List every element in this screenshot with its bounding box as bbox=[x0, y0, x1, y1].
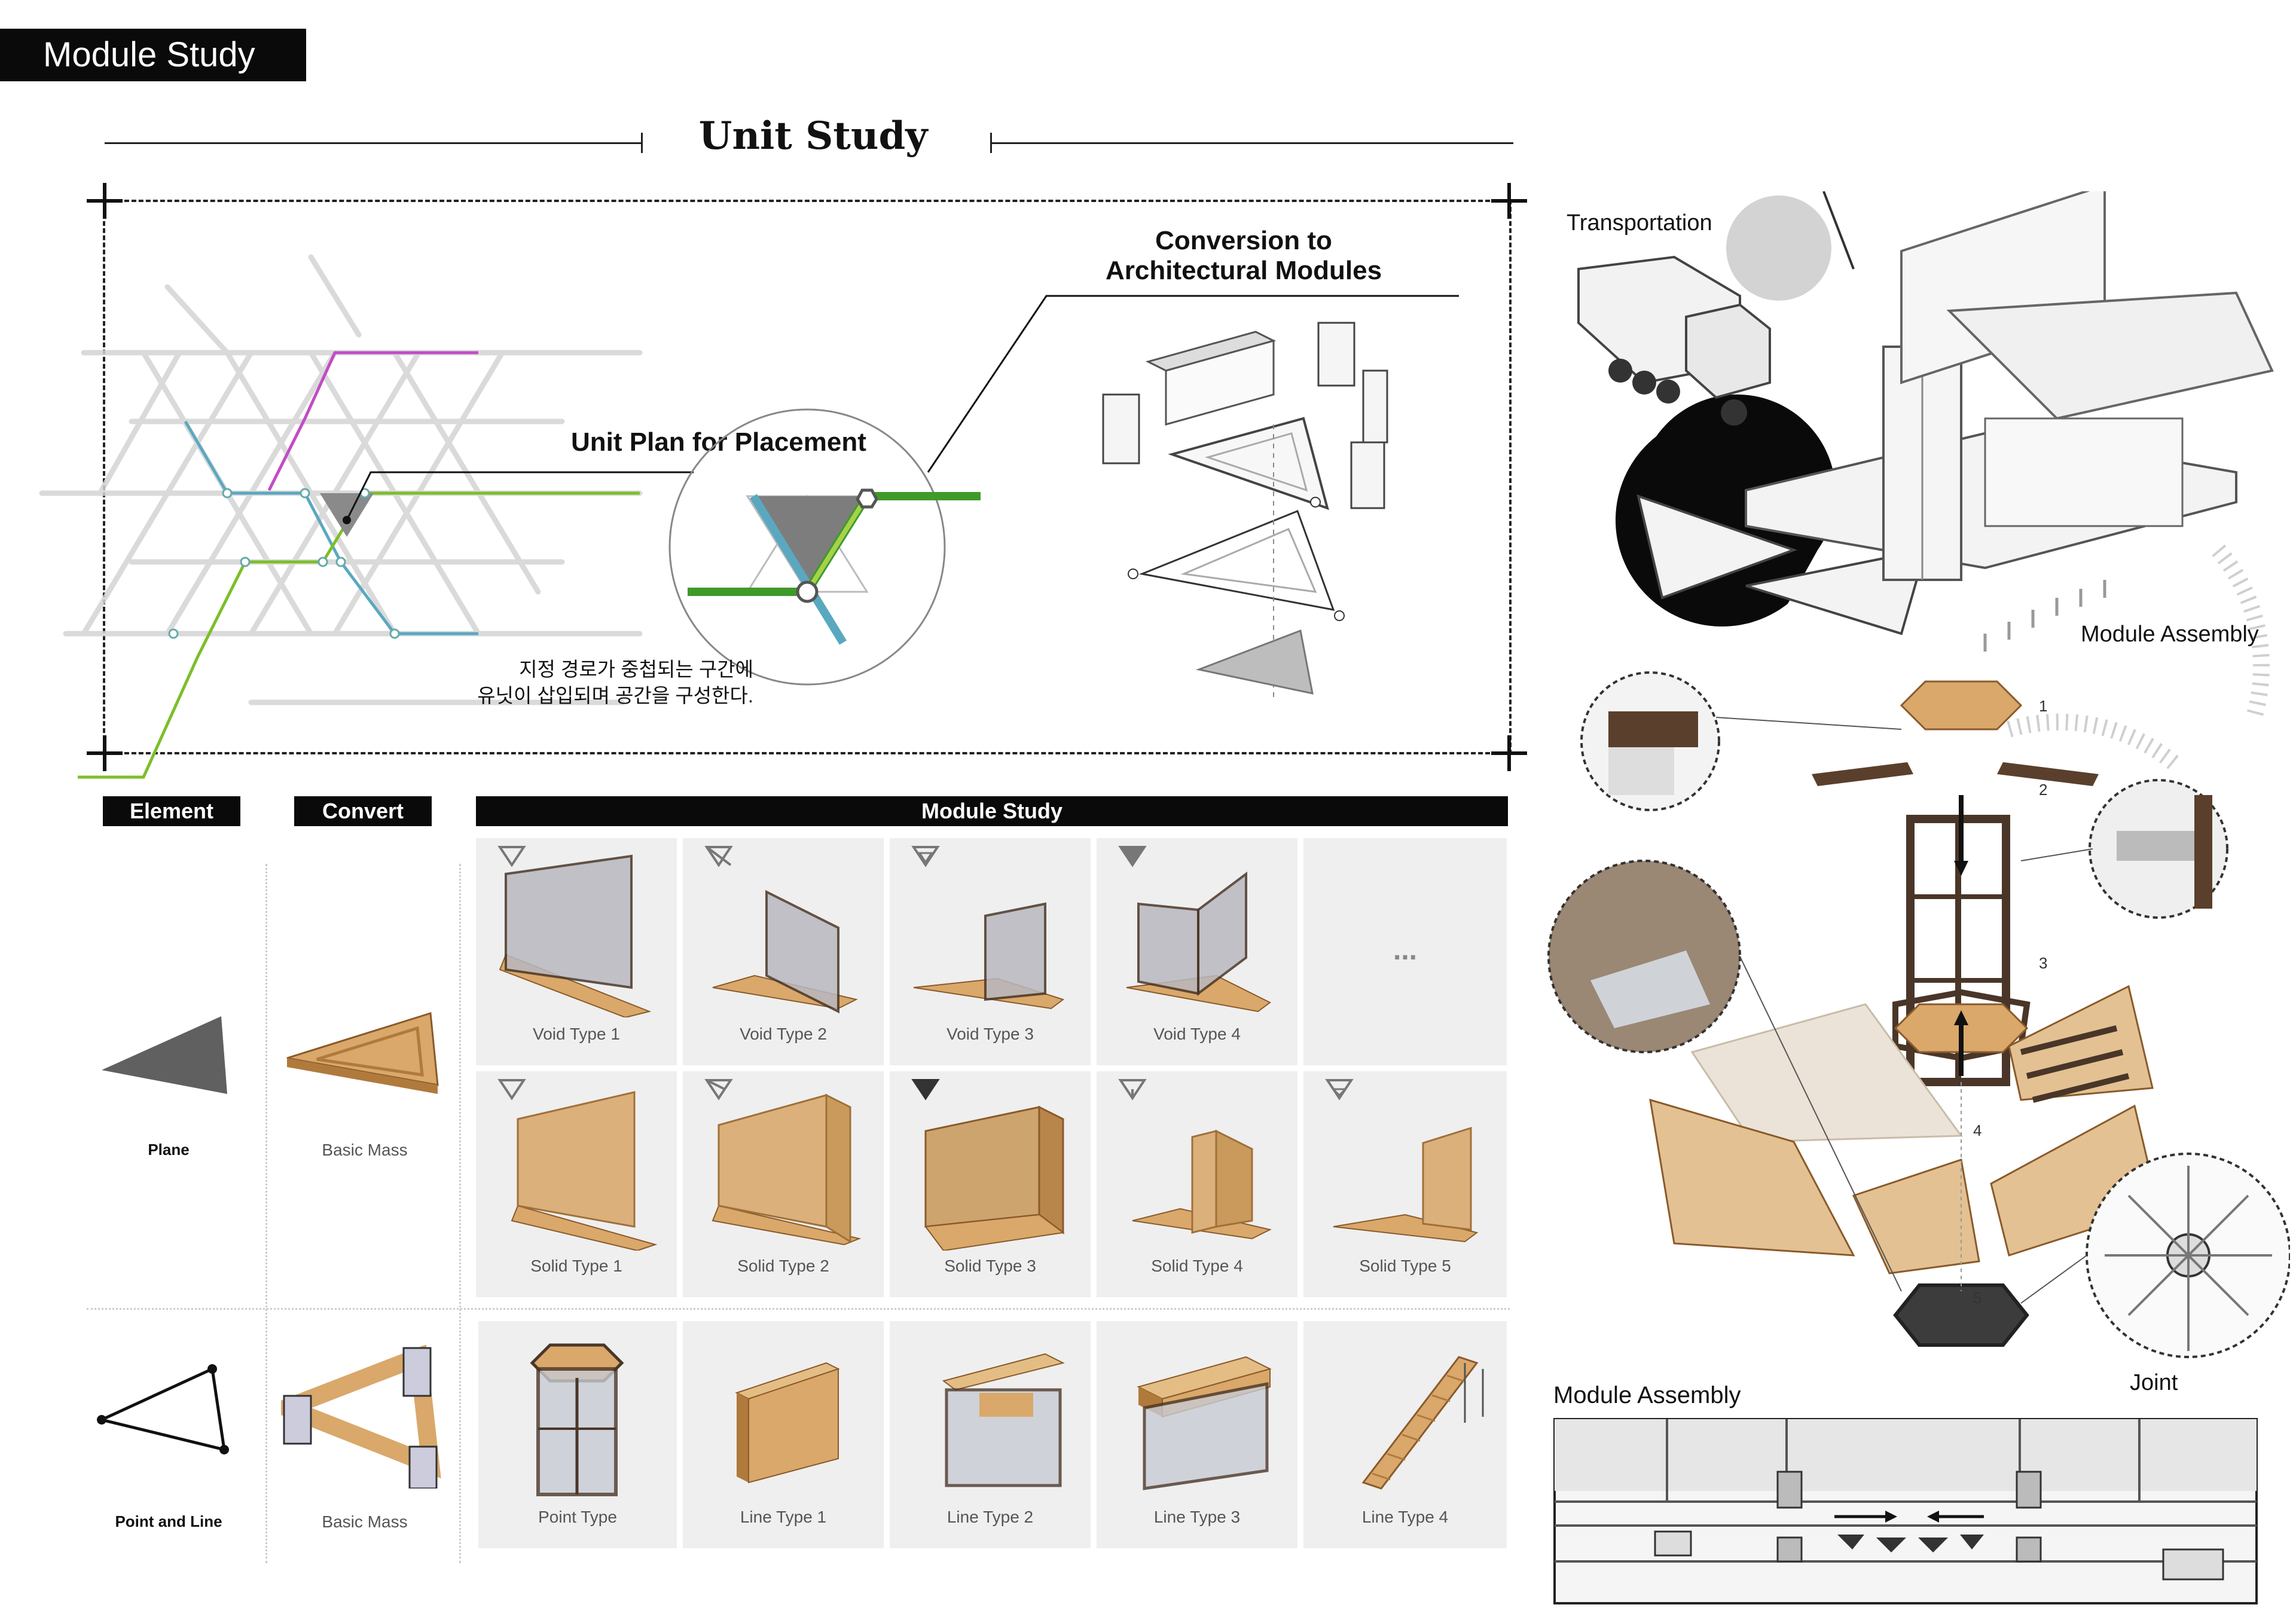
step-number: 4 bbox=[1973, 1121, 1981, 1139]
solid-type-icon bbox=[497, 1079, 658, 1252]
exploded-assembly-illustration: 1 2 3 4 5 bbox=[1547, 671, 2290, 1358]
corner-cross-icon bbox=[1491, 735, 1527, 771]
corner-cross-icon bbox=[87, 183, 123, 219]
void-type-label: Void Type 1 bbox=[533, 1025, 620, 1043]
basic-mass-label: Basic Mass bbox=[322, 1512, 408, 1531]
basic-mass-plate bbox=[286, 1012, 439, 1094]
step-number: 1 bbox=[2039, 697, 2047, 715]
solid-type-label: Solid Type 4 bbox=[1151, 1257, 1243, 1275]
divider-vertical bbox=[459, 864, 461, 1563]
point-line-triangle-icon bbox=[97, 1364, 229, 1454]
more-types-cell: ... bbox=[1303, 838, 1507, 1065]
transportation-label: Transportation bbox=[1567, 210, 1712, 236]
solid-type-icon bbox=[1118, 1079, 1272, 1240]
point-line-label: Point and Line bbox=[115, 1512, 222, 1530]
korean-note-line-2: 유닛이 삽입되며 공간을 구성한다. bbox=[477, 684, 753, 707]
conversion-label-line-2: Architectural Modules bbox=[1105, 256, 1382, 285]
korean-note: 지정 경로가 중첩되는 구간에 유닛이 삽입되며 공간을 구성한다. bbox=[419, 656, 753, 709]
more-ellipsis: ... bbox=[1393, 934, 1417, 966]
point-type-cell: Point Type bbox=[478, 1321, 677, 1548]
conversion-label-line-1: Conversion to bbox=[1155, 226, 1332, 255]
void-type-3-cell: Void Type 3 bbox=[890, 838, 1091, 1065]
void-type-label: Void Type 4 bbox=[1153, 1025, 1241, 1043]
step-number: 2 bbox=[2039, 781, 2047, 799]
solid-type-label: Solid Type 2 bbox=[737, 1257, 829, 1275]
line-type-label: Line Type 4 bbox=[1361, 1508, 1449, 1526]
line-type-3-cell: Line Type 3 bbox=[1097, 1321, 1297, 1548]
conversion-label: Conversion to Architectural Modules bbox=[1076, 226, 1411, 286]
line-type-4-cell: Line Type 4 bbox=[1303, 1321, 1507, 1548]
module-assembly-label: Module Assembly bbox=[2081, 622, 2259, 647]
void-type-label: Void Type 2 bbox=[740, 1025, 827, 1043]
solid-type-label: Solid Type 1 bbox=[530, 1257, 622, 1275]
basic-mass-label: Basic Mass bbox=[322, 1141, 408, 1159]
solid-type-icon bbox=[911, 1079, 1065, 1252]
heading-tick-left bbox=[641, 133, 643, 153]
line-type-illustration bbox=[1137, 1356, 1272, 1490]
unit-plan-detail bbox=[668, 295, 1459, 686]
solid-type-label: Solid Type 5 bbox=[1359, 1257, 1451, 1275]
solid-type-3-cell: Solid Type 3 bbox=[890, 1071, 1091, 1297]
divider-vertical bbox=[265, 864, 267, 1563]
solid-type-1-cell: Solid Type 1 bbox=[476, 1071, 677, 1297]
line-type-1-cell: Line Type 1 bbox=[683, 1321, 884, 1548]
page-title: Module Study bbox=[0, 29, 306, 81]
staircase-illustration bbox=[1361, 1356, 1484, 1490]
divider-horizontal bbox=[87, 1308, 1510, 1310]
void-type-label: Void Type 3 bbox=[947, 1025, 1034, 1043]
point-type-illustration bbox=[530, 1343, 624, 1496]
module-assembly-section-drawing bbox=[1553, 1418, 2258, 1604]
module-assembly-section-title: Module Assembly bbox=[1553, 1382, 1741, 1408]
solid-type-2-cell: Solid Type 2 bbox=[683, 1071, 884, 1297]
line-type-illustration bbox=[735, 1362, 840, 1484]
transportation-building-illustration bbox=[1577, 191, 2274, 717]
void-type-4-cell: Void Type 4 bbox=[1097, 838, 1297, 1065]
solid-type-4-cell: Solid Type 4 bbox=[1097, 1071, 1297, 1297]
void-type-1-cell: Void Type 1 bbox=[476, 838, 677, 1065]
solid-type-icon bbox=[704, 1079, 862, 1246]
triangular-grid-diagram bbox=[39, 254, 694, 779]
line-type-label: Line Type 1 bbox=[740, 1508, 827, 1526]
void-type-icon bbox=[704, 846, 858, 1014]
corner-cross-icon bbox=[1491, 183, 1527, 219]
unit-study-title: Unit Study bbox=[698, 114, 928, 158]
plane-label: Plane bbox=[148, 1141, 190, 1159]
solid-type-label: Solid Type 3 bbox=[944, 1257, 1036, 1275]
convert-header: Convert bbox=[294, 796, 432, 826]
unit-study-frame bbox=[103, 200, 1512, 754]
module-study-header: Module Study bbox=[476, 796, 1508, 826]
architectural-modules-illustration bbox=[1102, 322, 1388, 699]
element-header: Element bbox=[103, 796, 240, 826]
solid-type-icon bbox=[1325, 1079, 1479, 1243]
solid-type-5-cell: Solid Type 5 bbox=[1303, 1071, 1507, 1297]
line-type-label: Line Type 2 bbox=[947, 1508, 1034, 1526]
point-type-label: Point Type bbox=[538, 1508, 617, 1526]
heading-rule-right bbox=[992, 142, 1513, 144]
step-number: 3 bbox=[2039, 954, 2047, 972]
void-type-icon bbox=[911, 846, 1065, 1010]
line-type-label: Line Type 3 bbox=[1153, 1508, 1241, 1526]
step-number: 5 bbox=[1973, 1289, 1981, 1307]
void-type-icon bbox=[497, 846, 652, 1019]
korean-note-line-1: 지정 경로가 중첩되는 구간에 bbox=[519, 658, 753, 680]
line-type-illustration bbox=[942, 1353, 1065, 1487]
heading-rule-left bbox=[105, 142, 643, 144]
plane-triangle-icon bbox=[102, 1016, 227, 1094]
void-type-icon bbox=[1118, 846, 1271, 1013]
void-type-2-cell: Void Type 2 bbox=[683, 838, 884, 1065]
heading-tick-right bbox=[990, 133, 992, 153]
joint-label: Joint bbox=[2130, 1370, 2178, 1395]
line-type-2-cell: Line Type 2 bbox=[890, 1321, 1091, 1548]
corner-cross-icon bbox=[87, 735, 123, 771]
basic-mass-frame bbox=[281, 1345, 441, 1488]
